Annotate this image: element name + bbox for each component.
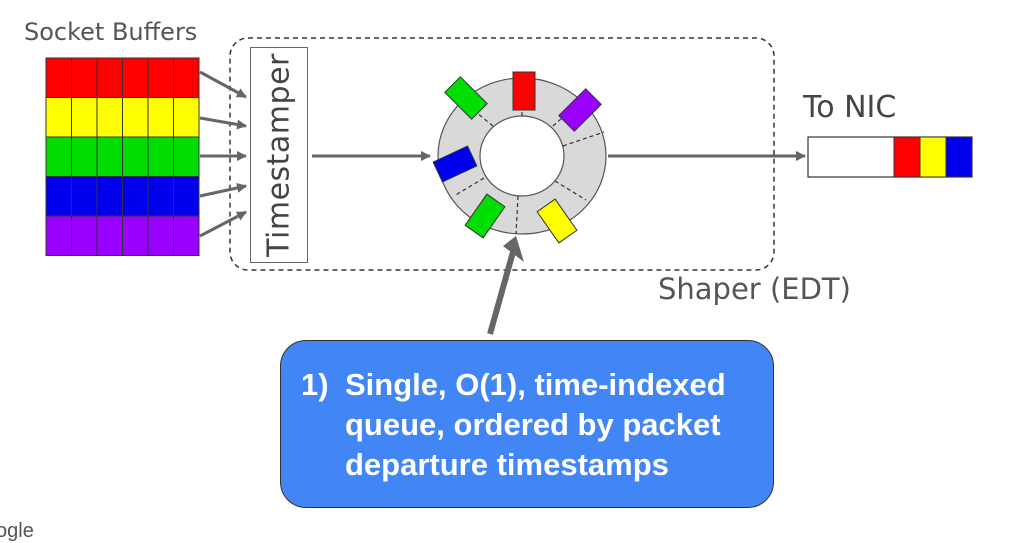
ring-packet-yellow bbox=[536, 198, 578, 244]
arrow-yellow-buffer bbox=[199, 116, 247, 130]
shaper-label: Shaper (EDT) bbox=[658, 272, 851, 306]
ring-packet-blue bbox=[432, 145, 478, 183]
buffer-cell-purple bbox=[71, 215, 98, 256]
buffer-cell-green bbox=[71, 136, 98, 177]
callout-box: 1) Single, O(1), time-indexed queue, ord… bbox=[280, 340, 774, 508]
arrow-purple-buffer bbox=[199, 210, 247, 238]
callout-pointer-head bbox=[503, 236, 524, 262]
buffer-cell-green bbox=[173, 136, 200, 177]
buffer-cell-green bbox=[147, 136, 174, 177]
footer-logo: ogle bbox=[0, 520, 34, 542]
buffer-cell-yellow bbox=[45, 97, 72, 138]
shaper-region bbox=[229, 37, 775, 271]
buffer-cell-purple bbox=[96, 215, 123, 256]
ring-packet-green-top bbox=[444, 76, 488, 120]
buffer-cell-purple bbox=[173, 215, 200, 256]
buffer-cell-yellow bbox=[71, 97, 98, 138]
ring-packets bbox=[432, 71, 602, 244]
nic-packet-red bbox=[893, 136, 921, 178]
buffer-cell-green bbox=[96, 136, 123, 177]
callout-text: Single, O(1), time-indexed queue, ordere… bbox=[345, 367, 726, 482]
buffer-cell-blue bbox=[173, 176, 200, 217]
ring-packet-green-bottom bbox=[464, 193, 506, 239]
buffer-cell-yellow bbox=[96, 97, 123, 138]
buffer-cell-blue bbox=[45, 176, 72, 217]
buffer-cell-red bbox=[122, 57, 149, 98]
nic-queue bbox=[807, 136, 973, 178]
buffer-cell-blue bbox=[96, 176, 123, 217]
ring-packet-purple bbox=[558, 88, 602, 132]
buffer-cell-yellow bbox=[122, 97, 149, 138]
buffer-cell-red bbox=[96, 57, 123, 98]
buffer-cell-red bbox=[173, 57, 200, 98]
arrow-blue-buffer bbox=[199, 183, 247, 198]
buffer-cell-blue bbox=[122, 176, 149, 217]
callout-pointer-arrow bbox=[487, 251, 516, 335]
arrow-red-buffer bbox=[199, 70, 247, 99]
buffer-cell-blue bbox=[147, 176, 174, 217]
buffer-cell-yellow bbox=[147, 97, 174, 138]
buffer-cell-purple bbox=[147, 215, 174, 256]
buffer-cell-yellow bbox=[173, 97, 200, 138]
buffer-cell-blue bbox=[71, 176, 98, 217]
timestamper-label: Timestamper bbox=[261, 53, 297, 257]
buffer-arrows bbox=[199, 70, 247, 238]
socket-buffers-label: Socket Buffers bbox=[24, 18, 198, 46]
buffer-cell-purple bbox=[45, 215, 72, 256]
to-nic-label: To NIC bbox=[803, 90, 897, 125]
ring-packet-red bbox=[512, 71, 536, 111]
timestamper-box: Timestamper bbox=[250, 47, 308, 263]
socket-buffers-grid bbox=[45, 57, 200, 256]
buffer-cell-green bbox=[122, 136, 149, 177]
callout-number: 1) bbox=[301, 367, 329, 402]
buffer-cell-green bbox=[45, 136, 72, 177]
nic-packet-blue bbox=[945, 136, 973, 178]
buffer-cell-purple bbox=[122, 215, 149, 256]
buffer-cell-red bbox=[147, 57, 174, 98]
nic-packet-yellow bbox=[919, 136, 947, 178]
buffer-cell-red bbox=[45, 57, 72, 98]
buffer-cell-red bbox=[71, 57, 98, 98]
